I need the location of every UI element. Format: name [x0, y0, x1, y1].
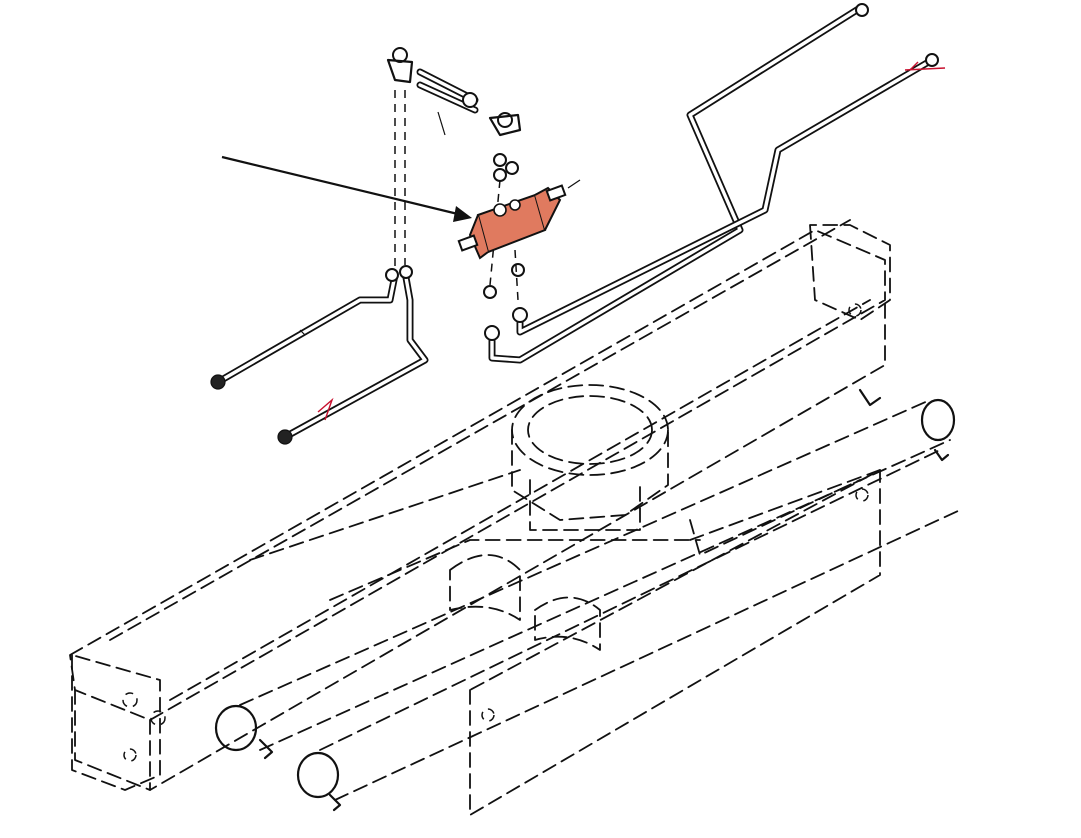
axle-housing	[69, 219, 961, 816]
hydraulic-lines	[214, 4, 936, 441]
highlighted-valve[interactable]	[457, 184, 567, 260]
fittings	[210, 3, 939, 445]
cylinder-end-caps	[214, 388, 956, 812]
alignment-lines	[394, 90, 519, 301]
callout-arrow	[221, 155, 472, 222]
reference-marks	[299, 61, 946, 421]
